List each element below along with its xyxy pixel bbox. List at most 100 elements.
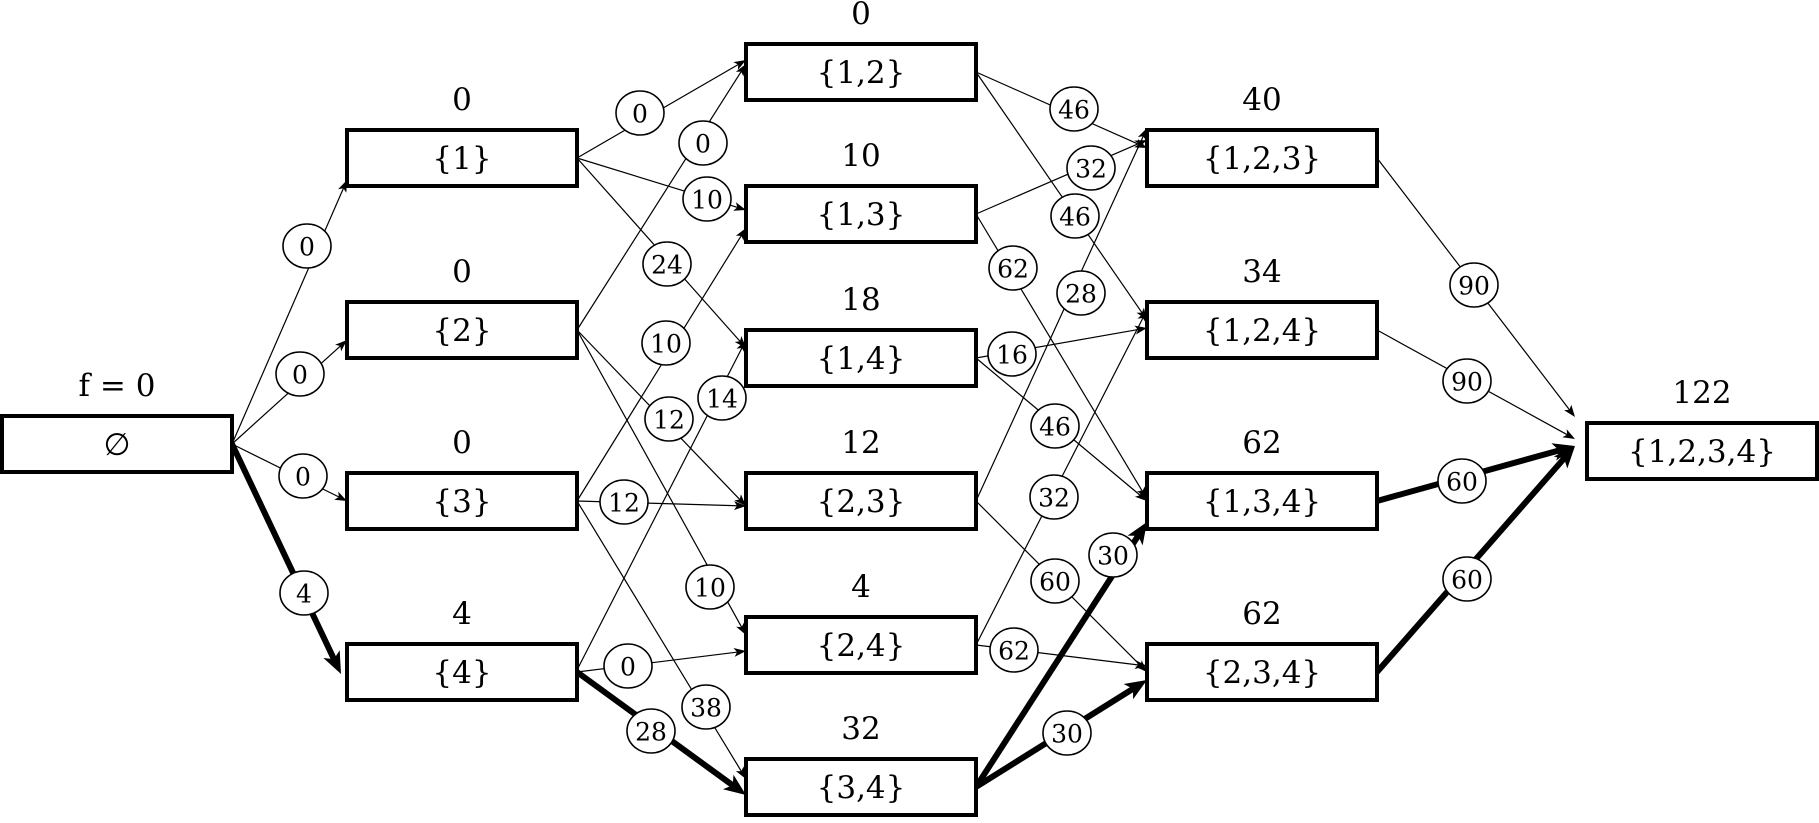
edge-weight-s3-s13: 10 xyxy=(641,320,691,366)
edge-weight-s3-s23: 12 xyxy=(599,479,649,525)
weight-label: 10 xyxy=(691,186,723,215)
edge-weight-s123-s1234: 90 xyxy=(1449,262,1499,308)
arrowhead xyxy=(1137,310,1147,323)
weight-label: 4 xyxy=(296,580,312,609)
weight-circle xyxy=(275,351,325,397)
edge-weight-s3-s34: 38 xyxy=(681,684,731,730)
weight-label: 0 xyxy=(292,361,308,390)
weight-label: 38 xyxy=(690,694,722,723)
arrowhead xyxy=(733,202,746,211)
arrowhead xyxy=(1134,660,1147,669)
node-box xyxy=(1585,421,1819,481)
arrowhead xyxy=(733,501,746,511)
weight-label: 28 xyxy=(1065,280,1097,309)
edge-weight-s2-s12: 0 xyxy=(678,120,728,166)
node-label: {1,3} xyxy=(817,197,906,233)
edge-s2-s12 xyxy=(576,64,746,331)
node-box xyxy=(345,128,579,188)
weight-label: 0 xyxy=(632,100,648,129)
edge-line xyxy=(975,142,1140,215)
node-s3: {3}0 xyxy=(345,425,579,531)
weight-label: 60 xyxy=(1451,566,1483,595)
weight-circle xyxy=(1449,262,1499,308)
edge-weight-s14-s124: 16 xyxy=(987,331,1037,377)
node-s23: {2,3}12 xyxy=(744,425,978,531)
node-s34: {3,4}32 xyxy=(744,711,978,817)
node-box xyxy=(744,471,978,531)
arrowhead xyxy=(735,766,746,779)
edge-empty-s1 xyxy=(231,180,347,445)
edge-weight-s1-s13: 10 xyxy=(682,176,732,222)
edge-line xyxy=(229,441,338,664)
edges-layer xyxy=(229,60,1575,795)
node-box xyxy=(345,471,579,531)
node-s12: {1,2} 0 xyxy=(744,0,978,102)
node-box xyxy=(744,42,978,102)
node-value: 62 xyxy=(1242,425,1281,461)
node-s24: {2,4} 4 xyxy=(744,569,978,675)
edge-weight-s4-s14: 14 xyxy=(697,375,747,421)
weight-circle xyxy=(1049,86,1099,132)
node-label: ∅ xyxy=(103,427,130,463)
edge-weight-s34-s234: 30 xyxy=(1042,710,1092,756)
weight-label: 62 xyxy=(998,637,1030,666)
node-label: {2,4} xyxy=(817,628,906,664)
node-value: 40 xyxy=(1242,82,1281,118)
weight-label: 14 xyxy=(706,385,738,414)
weight-label: 90 xyxy=(1458,272,1490,301)
weight-label: 10 xyxy=(694,574,726,603)
edge-empty-s4 xyxy=(229,441,341,674)
edge-weight-s134-s1234: 60 xyxy=(1437,458,1487,504)
edge-weight-empty-s4: 4 xyxy=(279,570,329,616)
edge-line xyxy=(576,651,739,673)
node-value: 4 xyxy=(851,569,871,605)
weight-circle xyxy=(1442,358,1492,404)
node-box xyxy=(1145,642,1379,702)
node-value: 18 xyxy=(841,282,880,318)
arrowhead xyxy=(733,648,746,657)
arrowhead xyxy=(1123,680,1147,700)
node-empty: ∅f = 0 xyxy=(0,368,234,474)
edge-weight-s13-s134: 62 xyxy=(988,245,1038,291)
weight-circle xyxy=(1442,556,1492,602)
weight-circle xyxy=(1066,145,1116,191)
arrowhead xyxy=(338,180,347,193)
weight-circle xyxy=(697,375,747,421)
edge-weight-s34-s134: 30 xyxy=(1088,532,1138,578)
node-value: 0 xyxy=(851,0,871,32)
weight-circle xyxy=(642,241,692,287)
node-label: {1,2,3} xyxy=(1203,141,1321,177)
weight-circle xyxy=(615,90,665,136)
edge-weight-s12-s123: 46 xyxy=(1049,86,1099,132)
arrowhead xyxy=(1553,446,1575,469)
node-box xyxy=(744,615,978,675)
weight-label: 28 xyxy=(635,718,667,747)
weight-label: 0 xyxy=(695,130,711,159)
node-box xyxy=(345,300,579,360)
weight-circle xyxy=(685,564,735,610)
weight-label: 32 xyxy=(1038,484,1070,513)
weight-circle xyxy=(641,320,691,366)
node-box xyxy=(744,757,978,817)
weight-label: 90 xyxy=(1451,368,1483,397)
node-box xyxy=(0,414,234,474)
edge-weight-s23-s123: 28 xyxy=(1056,270,1106,316)
arrowhead xyxy=(735,64,746,77)
node-s2: {2}0 xyxy=(345,254,579,360)
node-box xyxy=(1145,471,1379,531)
node-label: {1,2} xyxy=(817,55,906,91)
arrowhead xyxy=(735,228,746,241)
arrowhead xyxy=(734,494,746,506)
arrowhead xyxy=(1134,489,1147,501)
arrowhead xyxy=(1137,128,1147,141)
weight-circle xyxy=(681,684,731,730)
weight-circle xyxy=(1088,532,1138,578)
node-value: 0 xyxy=(452,254,472,290)
weight-label: 62 xyxy=(997,255,1029,284)
weight-label: 60 xyxy=(1446,468,1478,497)
node-box xyxy=(744,328,978,388)
weight-circle xyxy=(1030,558,1080,604)
weight-label: 30 xyxy=(1097,542,1129,571)
weight-circle xyxy=(988,245,1038,291)
